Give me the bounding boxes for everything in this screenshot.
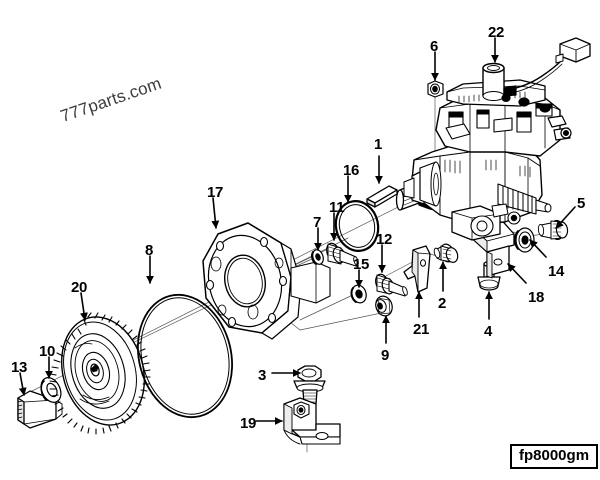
callout-number-20: 20 <box>71 279 88 296</box>
callout-number-12: 12 <box>376 231 393 248</box>
callout-number-21: 21 <box>413 321 430 338</box>
figure-code-box: fp8000gm <box>510 444 599 469</box>
callout-number-13: 13 <box>11 359 28 376</box>
part-8-large-o-ring <box>137 293 233 419</box>
part-15-lock-washer <box>350 284 367 304</box>
callout-number-18: 18 <box>528 289 545 306</box>
callout-number-16: 16 <box>343 162 360 179</box>
figure-code-text: fp8000gm <box>519 447 590 464</box>
callout-leaders <box>18 37 576 425</box>
callout-number-22: 22 <box>488 24 505 41</box>
part-11-shoulder-bolt <box>326 242 359 267</box>
callout-number-9: 9 <box>381 347 390 364</box>
solenoid-wire-connector <box>503 37 591 97</box>
part-22-shutoff-solenoid <box>482 62 505 101</box>
callout-number-10: 10 <box>39 343 56 360</box>
part-2-flange-bolt <box>433 243 459 263</box>
pump-boot-bellows <box>497 183 552 215</box>
part-12-shoulder-bolt <box>375 273 408 297</box>
callout-number-4: 4 <box>484 323 493 340</box>
part-19-angle-bracket <box>283 397 341 445</box>
part-14-bushing-grommet <box>514 227 535 253</box>
injection-pump-assembly <box>395 37 591 241</box>
callout-number-14: 14 <box>548 263 565 280</box>
callout-number-19: 19 <box>240 415 257 432</box>
callout-number-1: 1 <box>374 136 383 153</box>
callout-number-8: 8 <box>145 242 154 259</box>
part-5-flange-bolt <box>537 219 569 241</box>
callout-number-3: 3 <box>258 367 267 384</box>
part-17-mounting-flange-plate <box>202 222 331 340</box>
callout-number-6: 6 <box>430 38 439 55</box>
callout-number-7: 7 <box>313 214 322 231</box>
leader-line-5 <box>555 206 576 229</box>
leader-line-17 <box>211 197 220 229</box>
callout-number-17: 17 <box>207 184 224 201</box>
leader-line-20 <box>79 292 88 321</box>
callout-number-2: 2 <box>438 295 447 312</box>
callout-number-5: 5 <box>577 195 586 212</box>
callout-number-15: 15 <box>353 256 370 273</box>
part-1-woodruff-key <box>366 185 398 208</box>
part-9-hex-nut <box>375 295 393 317</box>
leader-line-18 <box>507 263 527 284</box>
leader-line-13 <box>18 372 27 396</box>
leader-line-14 <box>529 239 547 258</box>
part-20-drive-gear <box>49 312 151 435</box>
callout-number-11: 11 <box>329 199 345 216</box>
part-21-hook-bracket <box>403 245 431 293</box>
part-6-hex-nut <box>427 80 444 98</box>
